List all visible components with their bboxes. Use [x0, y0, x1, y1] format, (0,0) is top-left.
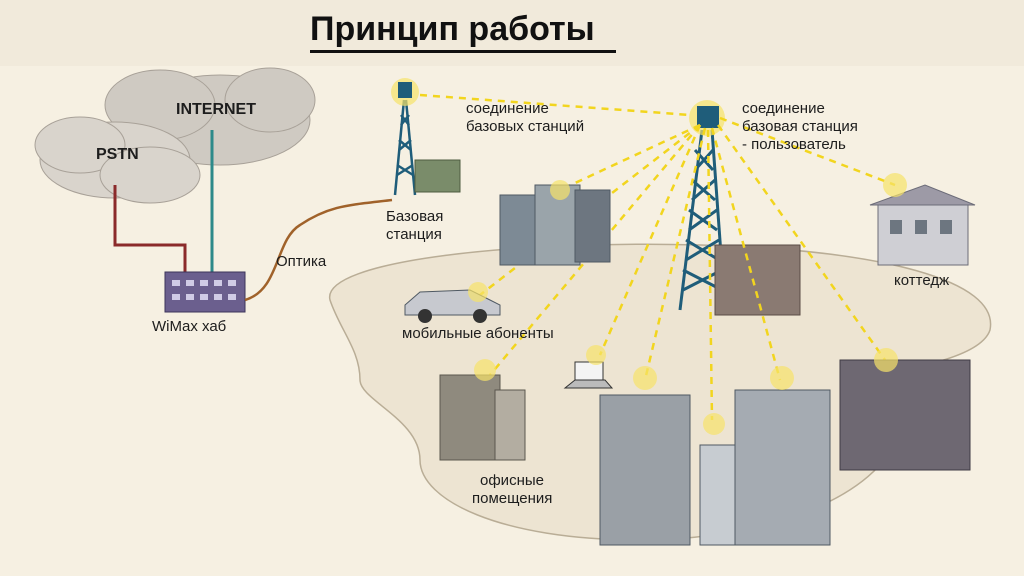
- building-antenna-glow: [550, 180, 570, 200]
- city-antenna-glow-3: [703, 413, 725, 435]
- offices-label-1: офисные: [480, 472, 544, 489]
- pstn-label: PSTN: [96, 146, 139, 163]
- bs-user-label-2: базовая станция: [742, 118, 858, 135]
- internet-label: INTERNET: [176, 101, 256, 118]
- signal-beams: [419, 93, 896, 421]
- pstn-line: [113, 185, 187, 275]
- wimax-hub: [164, 271, 246, 313]
- mobile-subscribers-label: мобильные абоненты: [402, 325, 554, 342]
- slide-title: Принцип работы: [310, 10, 595, 48]
- office-antenna-glow: [474, 359, 496, 381]
- office-building-left: [439, 374, 526, 461]
- base-station-building: [414, 159, 461, 193]
- wimax-hub-label: WiMax хаб: [152, 318, 227, 335]
- cottage: [869, 184, 976, 266]
- laptop: [563, 361, 614, 389]
- car-antenna-glow: [468, 282, 488, 302]
- fiber-optic-line: [244, 198, 393, 302]
- city-antenna-glow-2: [770, 366, 794, 390]
- city-skyline: [599, 359, 971, 546]
- bs-user-label-3: - пользователь: [742, 136, 846, 153]
- laptop-antenna-glow: [586, 345, 606, 365]
- base-station-label-2: станция: [386, 226, 442, 243]
- bs-user-label-1: соединение: [742, 100, 825, 117]
- bs-link-label-1: соединение: [466, 100, 549, 117]
- main-tower-building: [714, 244, 801, 316]
- city-antenna-glow-4: [874, 348, 898, 372]
- base-station-label-1: Базовая: [386, 208, 444, 225]
- city-antenna-glow-1: [633, 366, 657, 390]
- cottage-antenna-glow: [883, 173, 907, 197]
- base-station-antenna-glow: [391, 78, 419, 106]
- pstn-cloud: [34, 116, 201, 204]
- offices-label-2: помещения: [472, 490, 553, 507]
- title-underline: [310, 50, 616, 53]
- bs-link-label-2: базовых станций: [466, 118, 585, 135]
- cottage-label: коттедж: [894, 272, 950, 289]
- base-station-tower: [393, 99, 417, 196]
- optics-label: Оптика: [276, 253, 327, 270]
